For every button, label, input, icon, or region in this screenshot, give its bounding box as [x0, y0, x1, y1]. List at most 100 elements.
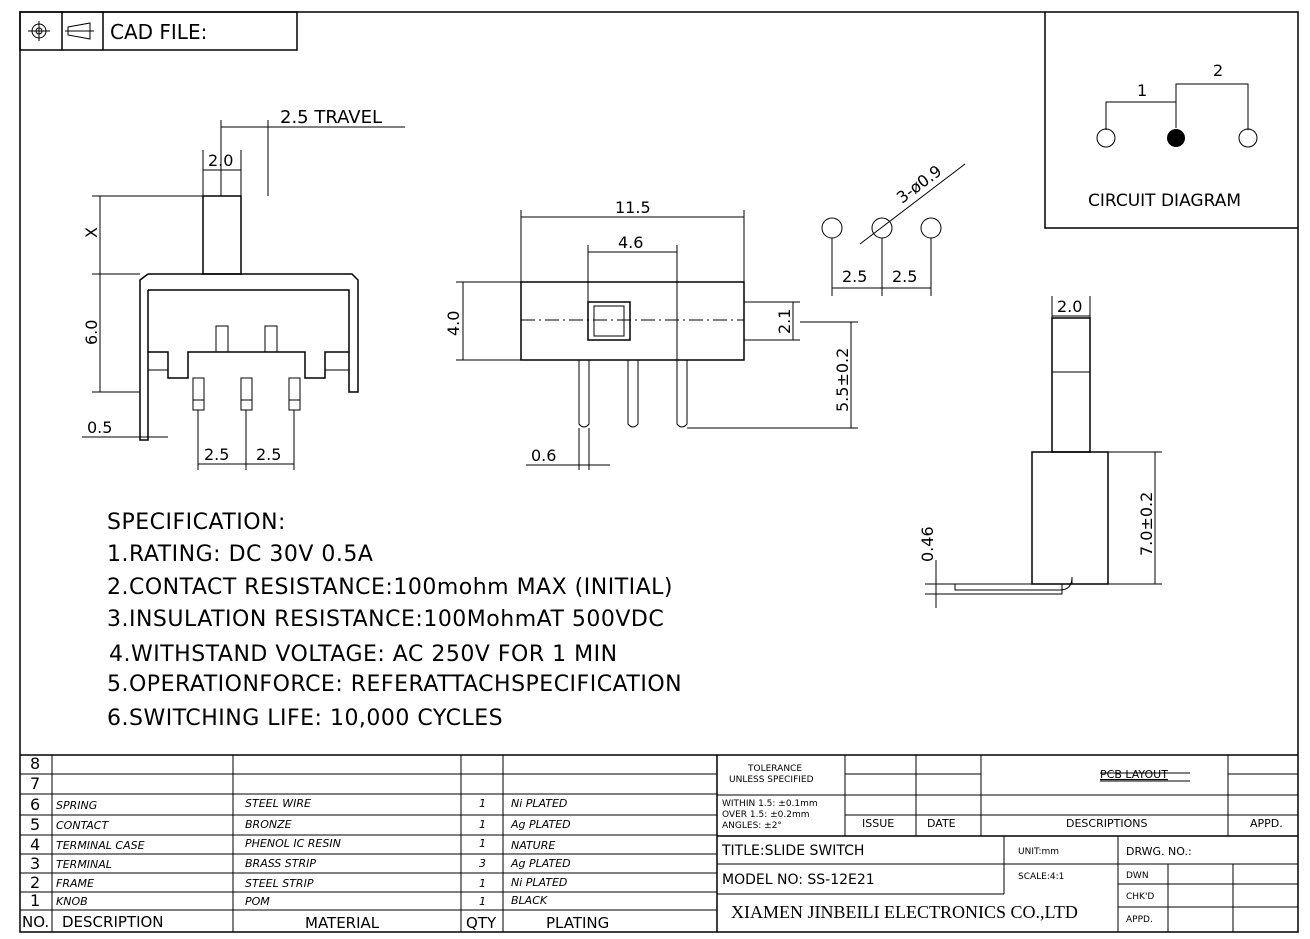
appd-label: APPD.	[1126, 915, 1153, 925]
height-6-dim: 6.0	[82, 320, 101, 345]
bom-plating: Ag PLATED	[510, 857, 571, 870]
bom-plating: Ni PLATED	[511, 876, 567, 889]
pcb-hole-pattern: 3-ø0.9 2.5 2.5	[821, 161, 966, 296]
bom-qty: 1	[479, 877, 486, 890]
specification: SPECIFICATION: 1.RATING: DC 30V 0.5A 2.C…	[107, 510, 682, 731]
pin-terminal-icon	[1096, 128, 1116, 148]
bom-material: PHENOL IC RESIN	[245, 837, 341, 850]
bom-table: 8 7 6 5 4 3 2 1 SPRING CONTACT TERMINAL …	[20, 754, 1298, 932]
knob-end-width-dim: 2.0	[1057, 297, 1082, 316]
date-header: DATE	[927, 817, 956, 830]
side-view: 2.5 TRAVEL 2.0 X 6.0 0.5 2.5 2.5	[82, 107, 405, 470]
dwn-label: DWN	[1126, 871, 1149, 881]
bom-description: TERMINAL	[56, 858, 112, 871]
spec-item: 4.WITHSTAND VOLTAGE: AC 250V FOR 1 MIN	[109, 642, 618, 667]
bom-plating: Ni PLATED	[511, 797, 567, 810]
height-2-1-dim: 2.1	[775, 309, 794, 334]
bom-material: BRASS STRIP	[245, 857, 316, 870]
height-4-dim: 4.0	[444, 311, 463, 336]
thickness-046-dim: 0.46	[918, 526, 937, 562]
knob-end	[1051, 317, 1091, 453]
appd-header: APPD.	[1250, 817, 1283, 830]
length-dim: 11.5	[615, 198, 651, 217]
bom-qty: 1	[479, 818, 486, 831]
bom-description: KNOB	[56, 895, 88, 908]
bom-material: STEEL STRIP	[245, 877, 314, 890]
pcb-layout-label: PCB LAYOUT	[1100, 768, 1168, 781]
tolerance-sub: UNLESS SPECIFIED	[729, 775, 814, 785]
pin-dia-dim: 0.6	[531, 446, 556, 465]
scale-label: SCALE:4:1	[1018, 872, 1064, 882]
descriptions-header: DESCRIPTIONS	[1066, 817, 1147, 830]
bom-material: STEEL WIRE	[245, 797, 311, 810]
bom-qty: 1	[479, 797, 486, 810]
bom-no: 6	[30, 795, 40, 814]
travel-dim: 2.5 TRAVEL	[280, 107, 382, 128]
projection-symbol-icon	[28, 21, 94, 41]
tolerance-label: TOLERANCE	[747, 764, 802, 774]
bom-material: BRONZE	[245, 818, 292, 831]
pcb-hole-icon	[920, 217, 942, 239]
bom-header-description: DESCRIPTION	[62, 913, 164, 931]
bom-qty: 1	[479, 895, 486, 908]
spec-item: 2.CONTACT RESISTANCE:100mohm MAX (INITIA…	[107, 575, 673, 600]
bom-description: CONTACT	[56, 819, 109, 832]
pcb-hole-icon	[871, 217, 893, 239]
bom-header-material: MATERIAL	[305, 914, 380, 932]
drwg-no-label: DRWG. NO.:	[1126, 845, 1192, 858]
bom-plating: Ag PLATED	[510, 818, 571, 831]
spec-item: 3.INSULATION RESISTANCE:100MohmAT 500VDC	[107, 607, 664, 632]
chkd-label: CHK'D	[1126, 892, 1154, 902]
front-view: 11.5 4.6 4.0 2.1 5.5±0.2 0.6	[444, 198, 858, 470]
bom-qty: 3	[479, 857, 486, 870]
unit-label: UNIT:mm	[1018, 847, 1059, 857]
window-dim: 4.6	[618, 233, 643, 252]
bom-qty: 1	[479, 837, 486, 850]
x-dim: X	[82, 227, 101, 238]
pin-terminal-icon	[1238, 128, 1258, 148]
tolerance-angles: ANGLES: ±2°	[722, 821, 782, 831]
bom-material: POM	[245, 895, 270, 908]
bom-no: 4	[30, 835, 40, 854]
knob-width-dim: 2.0	[208, 151, 233, 170]
title-block: TOLERANCE UNLESS SPECIFIED WITHIN 1.5: ±…	[717, 755, 1298, 932]
pitch-a-dim: 2.5	[204, 445, 229, 464]
bom-description: FRAME	[56, 877, 94, 890]
sheet-border	[19, 11, 1299, 933]
bom-no: 2	[30, 873, 40, 892]
pin-length-dim: 5.5±0.2	[833, 348, 852, 412]
tolerance-within: WITHIN 1.5: ±0.1mm	[722, 799, 818, 809]
hole-pitch-b-dim: 2.5	[892, 267, 917, 286]
end-height-dim: 7.0±0.2	[1137, 492, 1156, 556]
common-pin-icon	[1167, 129, 1185, 147]
bom-header-plating: PLATING	[546, 914, 609, 932]
tolerance-over: OVER 1.5: ±0.2mm	[722, 810, 809, 820]
bom-description: TERMINAL CASE	[56, 839, 145, 852]
hole-pitch-a-dim: 2.5	[842, 267, 867, 286]
spec-item: 6.SWITCHING LIFE: 10,000 CYCLES	[107, 706, 503, 731]
circuit-title: CIRCUIT DIAGRAM	[1088, 191, 1241, 211]
holes-dim: 3-ø0.9	[893, 161, 945, 207]
circuit-diagram: 1 2 CIRCUIT DIAGRAM	[1044, 12, 1298, 229]
cad-file-header: CAD FILE:	[19, 11, 298, 51]
bom-no: 1	[30, 891, 40, 910]
bom-no: 7	[30, 774, 40, 793]
bom-header-no: NO.	[22, 913, 49, 931]
circuit-pin2-label: 2	[1213, 61, 1223, 80]
cad-file-label: CAD FILE:	[110, 20, 207, 44]
bom-no: 3	[30, 854, 40, 873]
spec-item: 1.RATING: DC 30V 0.5A	[107, 542, 373, 567]
company-name: XIAMEN JINBEILI ELECTRONICS CO.,LTD	[731, 902, 1078, 922]
pcb-hole-icon	[821, 217, 843, 239]
bom-plating: NATURE	[511, 839, 555, 852]
spec-item: 5.OPERATIONFORCE: REFERATTACHSPECIFICATI…	[107, 672, 682, 697]
end-view: 2.0 7.0±0.2 0.46	[918, 296, 1162, 608]
model-no: MODEL NO: SS-12E21	[722, 872, 875, 888]
spec-heading: SPECIFICATION:	[107, 510, 286, 535]
bom-no: 5	[30, 815, 40, 834]
issue-header: ISSUE	[862, 817, 894, 830]
circuit-pin1-label: 1	[1137, 81, 1147, 100]
bom-header-qty: QTY	[466, 914, 497, 932]
knob	[202, 195, 242, 275]
